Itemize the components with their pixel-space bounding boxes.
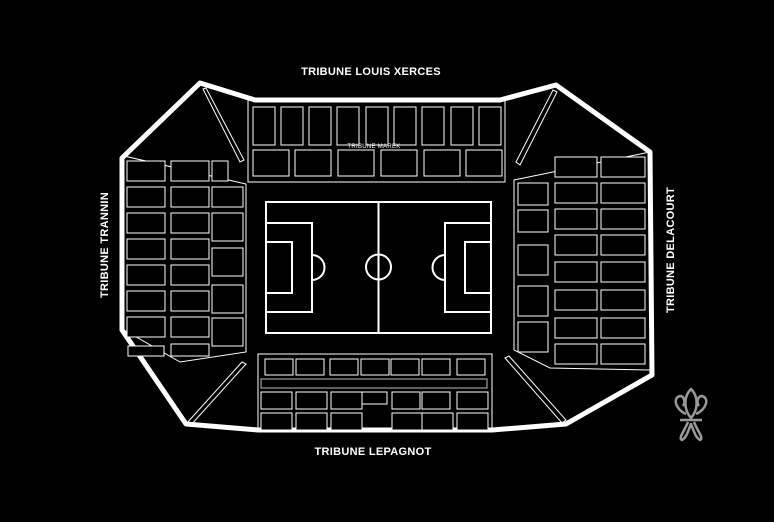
seat-section-west-col3-1[interactable]: [211, 160, 229, 182]
stand-label-north-inner[interactable]: TRIBUNE MAREK: [347, 144, 400, 150]
seat-section-south-row4-2[interactable]: [295, 412, 328, 431]
football-pitch: [265, 201, 492, 334]
seat-section-north-lower-5[interactable]: [423, 149, 461, 177]
seat-section-west-col2-5[interactable]: [170, 264, 210, 286]
south-stand-block: [257, 353, 493, 433]
seat-section-north-upper-8[interactable]: [450, 106, 474, 146]
seat-section-east-col3-1[interactable]: [600, 156, 646, 178]
seat-section-north-lower-2[interactable]: [294, 149, 332, 177]
seat-section-south-row1-col3[interactable]: [329, 358, 359, 376]
seat-section-west-col3-2[interactable]: [211, 186, 244, 208]
seat-section-east-col2-6[interactable]: [554, 289, 598, 311]
seat-section-west-col3-6[interactable]: [211, 317, 244, 347]
seat-section-east-col3-3[interactable]: [600, 208, 646, 230]
seat-section-south-aisle[interactable]: [260, 378, 488, 389]
seat-section-north-lower-6[interactable]: [465, 149, 503, 177]
seat-section-north-upper-2[interactable]: [280, 106, 304, 146]
seat-section-north-lower-1[interactable]: [252, 149, 290, 177]
seat-section-north-upper-6[interactable]: [393, 106, 417, 146]
seat-section-east-col2-1[interactable]: [554, 156, 598, 178]
stand-label-south[interactable]: TRIBUNE LEPAGNOT: [314, 446, 431, 458]
seat-section-west-col2-2[interactable]: [170, 186, 210, 208]
seat-section-west-col2-3[interactable]: [170, 212, 210, 234]
seat-section-north-upper-4[interactable]: [336, 106, 360, 146]
seat-section-south-row1-col4[interactable]: [360, 358, 390, 376]
seat-section-south-row3-box[interactable]: [361, 391, 388, 405]
stand-label-north[interactable]: TRIBUNE LOUIS XERCES: [301, 66, 441, 78]
seat-section-east-col2-7[interactable]: [554, 317, 598, 339]
seat-section-west-col1-2[interactable]: [126, 186, 166, 208]
seat-section-north-upper-3[interactable]: [308, 106, 332, 146]
seat-section-west-col3-4[interactable]: [211, 247, 244, 277]
north-stand-block: [247, 99, 506, 183]
seat-section-east-col3-5[interactable]: [600, 261, 646, 283]
seat-section-west-bottom-1[interactable]: [127, 345, 165, 357]
seat-section-south-row4-4[interactable]: [391, 412, 424, 431]
seat-section-south-row4-1[interactable]: [260, 412, 293, 431]
seat-section-south-row1-col2[interactable]: [295, 358, 325, 376]
seat-section-west-col1-3[interactable]: [126, 212, 166, 234]
seat-section-east-col2-4[interactable]: [554, 234, 598, 256]
seat-section-north-upper-5[interactable]: [365, 106, 389, 146]
seat-section-west-col2-1[interactable]: [170, 160, 210, 182]
seat-section-south-row3-4[interactable]: [391, 391, 421, 410]
seat-section-west-col2-6[interactable]: [170, 290, 210, 312]
stand-label-east[interactable]: TRIBUNE DELACOURT: [665, 187, 677, 313]
seat-section-east-col3-2[interactable]: [600, 182, 646, 204]
seat-section-south-row3-3[interactable]: [330, 391, 363, 410]
seat-section-south-row1-col7[interactable]: [456, 358, 486, 376]
seat-section-east-col1-5[interactable]: [517, 321, 549, 353]
corner-walls: [185, 87, 567, 427]
seat-section-west-col2-4[interactable]: [170, 238, 210, 260]
seat-section-south-row4-5[interactable]: [421, 412, 454, 431]
seat-section-north-upper-7[interactable]: [421, 106, 445, 146]
seat-sections: [126, 106, 646, 431]
seat-section-west-col1-6[interactable]: [126, 290, 166, 312]
seat-section-south-row3-6[interactable]: [456, 391, 489, 410]
seat-section-east-col1-2[interactable]: [517, 209, 549, 233]
seat-section-north-lower-4[interactable]: [380, 149, 418, 177]
seat-section-east-col2-5[interactable]: [554, 261, 598, 283]
seat-section-west-col2-7[interactable]: [170, 316, 210, 338]
seat-section-north-lower-3[interactable]: [337, 149, 375, 177]
fleur-de-lis-icon: [674, 387, 708, 442]
seat-section-east-col2-8[interactable]: [554, 343, 598, 365]
seat-section-west-col3-3[interactable]: [211, 212, 244, 242]
seat-section-south-row1-col5[interactable]: [390, 358, 420, 376]
seat-section-south-row3-5[interactable]: [421, 391, 451, 410]
seat-section-east-col3-7[interactable]: [600, 317, 646, 339]
seat-section-north-upper-1[interactable]: [252, 106, 276, 146]
seat-section-south-row3-1[interactable]: [260, 391, 293, 410]
seat-section-south-row3-2[interactable]: [295, 391, 328, 410]
seat-section-south-row1-col1[interactable]: [264, 358, 294, 376]
seat-section-east-col2-3[interactable]: [554, 208, 598, 230]
seat-section-west-col1-7[interactable]: [126, 316, 166, 338]
seat-section-west-bottom-2[interactable]: [170, 343, 210, 357]
seat-section-west-col3-5[interactable]: [211, 284, 244, 314]
seat-section-west-col1-4[interactable]: [126, 238, 166, 260]
seat-section-south-row4-3[interactable]: [330, 412, 363, 431]
seat-section-east-col1-1[interactable]: [517, 182, 549, 206]
seat-section-east-col2-2[interactable]: [554, 182, 598, 204]
seat-section-north-upper-9[interactable]: [478, 106, 502, 146]
stand-label-west[interactable]: TRIBUNE TRANNIN: [99, 192, 111, 298]
seat-section-west-col1-5[interactable]: [126, 264, 166, 286]
seat-section-south-row1-col6[interactable]: [421, 358, 451, 376]
seat-section-east-col3-8[interactable]: [600, 343, 646, 365]
seat-section-east-col3-6[interactable]: [600, 289, 646, 311]
seat-section-east-col1-4[interactable]: [517, 285, 549, 317]
seat-section-east-col3-4[interactable]: [600, 234, 646, 256]
seat-section-west-col1-1[interactable]: [126, 160, 166, 182]
seat-section-east-col1-3[interactable]: [517, 244, 549, 276]
seat-section-south-row4-6[interactable]: [456, 412, 489, 431]
